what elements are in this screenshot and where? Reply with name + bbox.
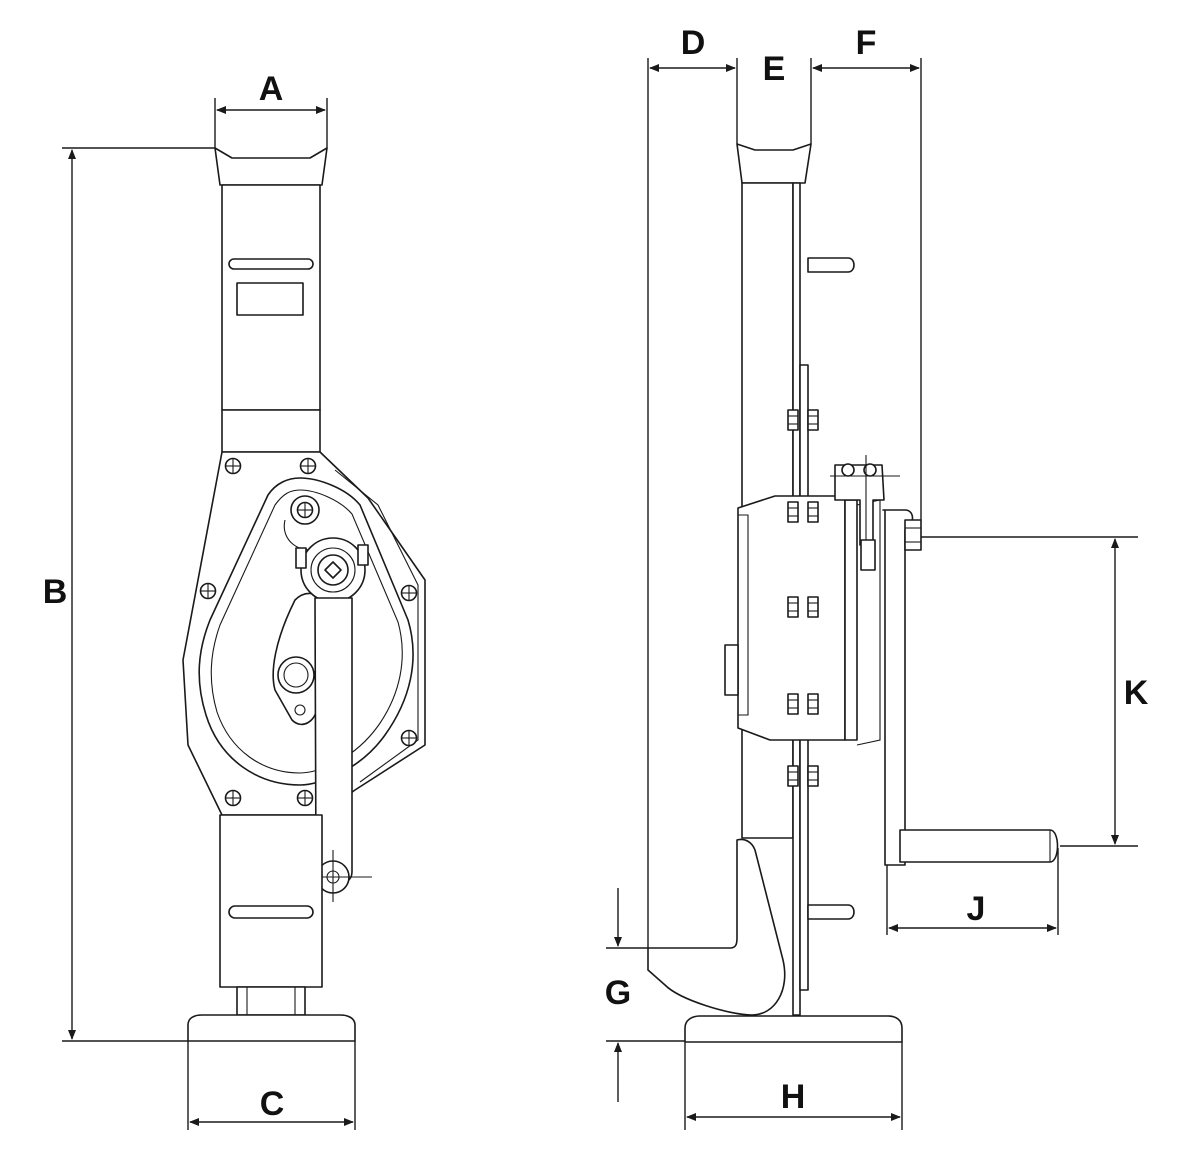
label-h: H <box>781 1078 806 1116</box>
front-view <box>182 147 426 1042</box>
front-bolt <box>400 584 418 602</box>
front-bolt <box>199 582 217 600</box>
label-e: E <box>763 50 786 88</box>
side-base-plate <box>684 1015 903 1043</box>
front-square-drive <box>324 561 342 579</box>
front-label-plate <box>236 282 304 316</box>
side-saddle-head <box>736 143 812 184</box>
label-a: A <box>259 70 284 108</box>
front-lower-column <box>219 814 323 988</box>
side-crank-arm <box>882 509 914 866</box>
front-bolt <box>224 789 242 807</box>
label-b: B <box>43 573 68 611</box>
front-bolt <box>400 729 418 747</box>
front-slot-top <box>228 258 314 270</box>
front-column-collar <box>221 409 321 453</box>
label-k: K <box>1124 674 1149 712</box>
side-view <box>647 143 1059 1043</box>
front-bolt <box>299 457 317 475</box>
front-gear-cover-inner <box>210 489 403 774</box>
side-lifting-toe <box>647 838 786 1016</box>
dimension-lines <box>62 58 1138 1130</box>
label-g: G <box>605 974 631 1012</box>
label-d: D <box>681 24 706 62</box>
label-c: C <box>260 1085 285 1123</box>
side-top-pin <box>807 257 855 273</box>
dimension-labels: A B C D E F G H J K <box>43 24 1149 1123</box>
label-f: F <box>856 24 877 62</box>
side-bottom-pin <box>807 904 855 920</box>
front-slot-bottom <box>228 905 314 919</box>
label-j: J <box>967 890 986 928</box>
front-bolt <box>224 457 242 475</box>
front-gear-cover-outer <box>198 477 414 786</box>
front-bolt <box>296 789 314 807</box>
front-base-plate <box>187 1014 356 1042</box>
side-handle-grip <box>899 829 1059 863</box>
front-saddle-head <box>214 147 328 186</box>
side-crank-hub <box>904 519 922 551</box>
front-stub <box>236 986 306 1016</box>
